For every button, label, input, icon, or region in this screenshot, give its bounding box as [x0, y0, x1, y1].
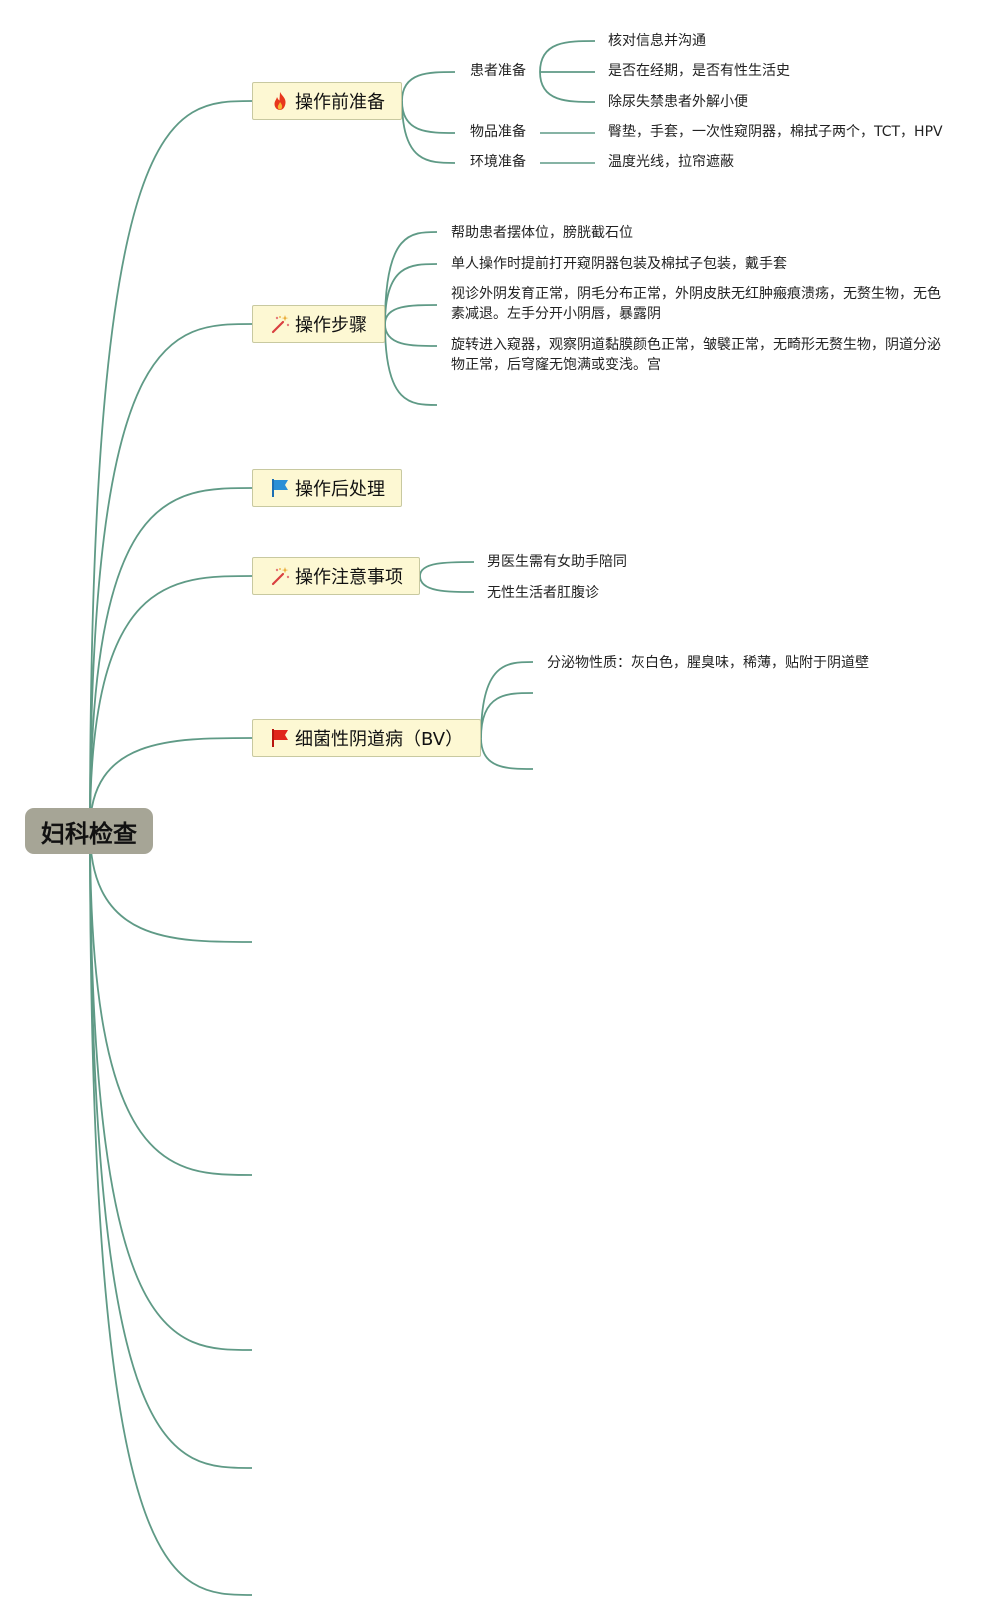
leaf-branch-line [480, 692, 534, 739]
list-item[interactable]: 分泌物性质：灰白色，腥臭味，稀薄，贴附于阴道壁 [547, 655, 869, 671]
topic-precautions[interactable]: 操作注意事项 [252, 557, 420, 595]
root-branch-line [89, 737, 253, 831]
root-topic[interactable]: 妇科检查 [25, 808, 153, 854]
topic-label: 操作步骤 [295, 315, 367, 336]
list-item[interactable]: 男医生需有女助手陪同 [487, 554, 627, 570]
root-branch-line [89, 829, 253, 1469]
sub-topic-environment-prep[interactable]: 环境准备 [470, 154, 526, 170]
list-item[interactable]: 臀垫，手套，一次性窥阴器，棉拭子两个，TCT，HPV [608, 124, 943, 140]
sub-branch-line [401, 71, 456, 102]
list-item[interactable]: 温度光线，拉帘遮蔽 [608, 154, 734, 170]
topic-label: 操作前准备 [295, 92, 385, 113]
leaf-branch-line [539, 71, 596, 103]
list-item[interactable]: 核对信息并沟通 [608, 33, 706, 49]
topic-operation-steps[interactable]: 操作步骤 [252, 305, 385, 343]
fire-icon [274, 92, 286, 110]
topic-label: 细菌性阴道病（BV） [295, 729, 464, 750]
leaf-branch-line [539, 40, 596, 73]
list-item[interactable]: 帮助患者摆体位，膀胱截石位 [451, 225, 633, 241]
topic-label: 操作注意事项 [295, 567, 403, 588]
magic-wand-icon [271, 567, 290, 586]
leaf-branch-line [384, 263, 438, 325]
blue-flag-icon [272, 479, 288, 497]
root-branch-line [89, 487, 253, 831]
root-branch-line [89, 829, 253, 1176]
list-item[interactable]: 无性生活者肛腹诊 [487, 585, 599, 601]
root-branch-line [89, 829, 253, 1351]
list-item[interactable]: 是否在经期，是否有性生活史 [608, 63, 790, 79]
red-flag-icon [272, 729, 288, 747]
leaf-branch-line [384, 304, 438, 325]
root-branch-line [89, 829, 253, 943]
leaf-branch-line [384, 323, 438, 347]
root-branch-line [89, 323, 253, 831]
leaf-branch-line [419, 561, 475, 577]
sub-branch-line [401, 100, 456, 134]
leaf-branch-line [384, 323, 438, 406]
topic-post-operation[interactable]: 操作后处理 [252, 469, 402, 507]
leaf-branch-line [480, 661, 534, 739]
list-item[interactable]: 旋转进入窥器，观察阴道黏膜颜色正常，皱襞正常，无畸形无赘生物，阴道分泌物正常，后… [451, 337, 941, 373]
topic-label: 操作后处理 [295, 479, 385, 500]
list-item[interactable]: 除尿失禁患者外解小便 [608, 94, 748, 110]
magic-wand-icon [271, 315, 290, 334]
leaf-branch-line [384, 231, 438, 325]
sub-branch-line [401, 100, 456, 164]
root-branch-line [89, 575, 253, 831]
root-branch-line [89, 100, 253, 831]
list-item[interactable]: 单人操作时提前打开窥阴器包装及棉拭子包装，戴手套 [451, 256, 787, 272]
sub-topic-patient-prep[interactable]: 患者准备 [470, 63, 526, 79]
root-branch-line [89, 829, 253, 1596]
leaf-branch-line [419, 575, 475, 593]
sub-topic-supplies-prep[interactable]: 物品准备 [470, 124, 526, 140]
topic-bacterial-vaginosis[interactable]: 细菌性阴道病（BV） [252, 719, 481, 757]
leaf-branch-line [480, 737, 534, 770]
list-item[interactable]: 视诊外阴发育正常，阴毛分布正常，外阴皮肤无红肿瘢痕溃疡，无赘生物，无色素减退。左… [451, 286, 941, 322]
topic-pre-operation[interactable]: 操作前准备 [252, 82, 402, 120]
